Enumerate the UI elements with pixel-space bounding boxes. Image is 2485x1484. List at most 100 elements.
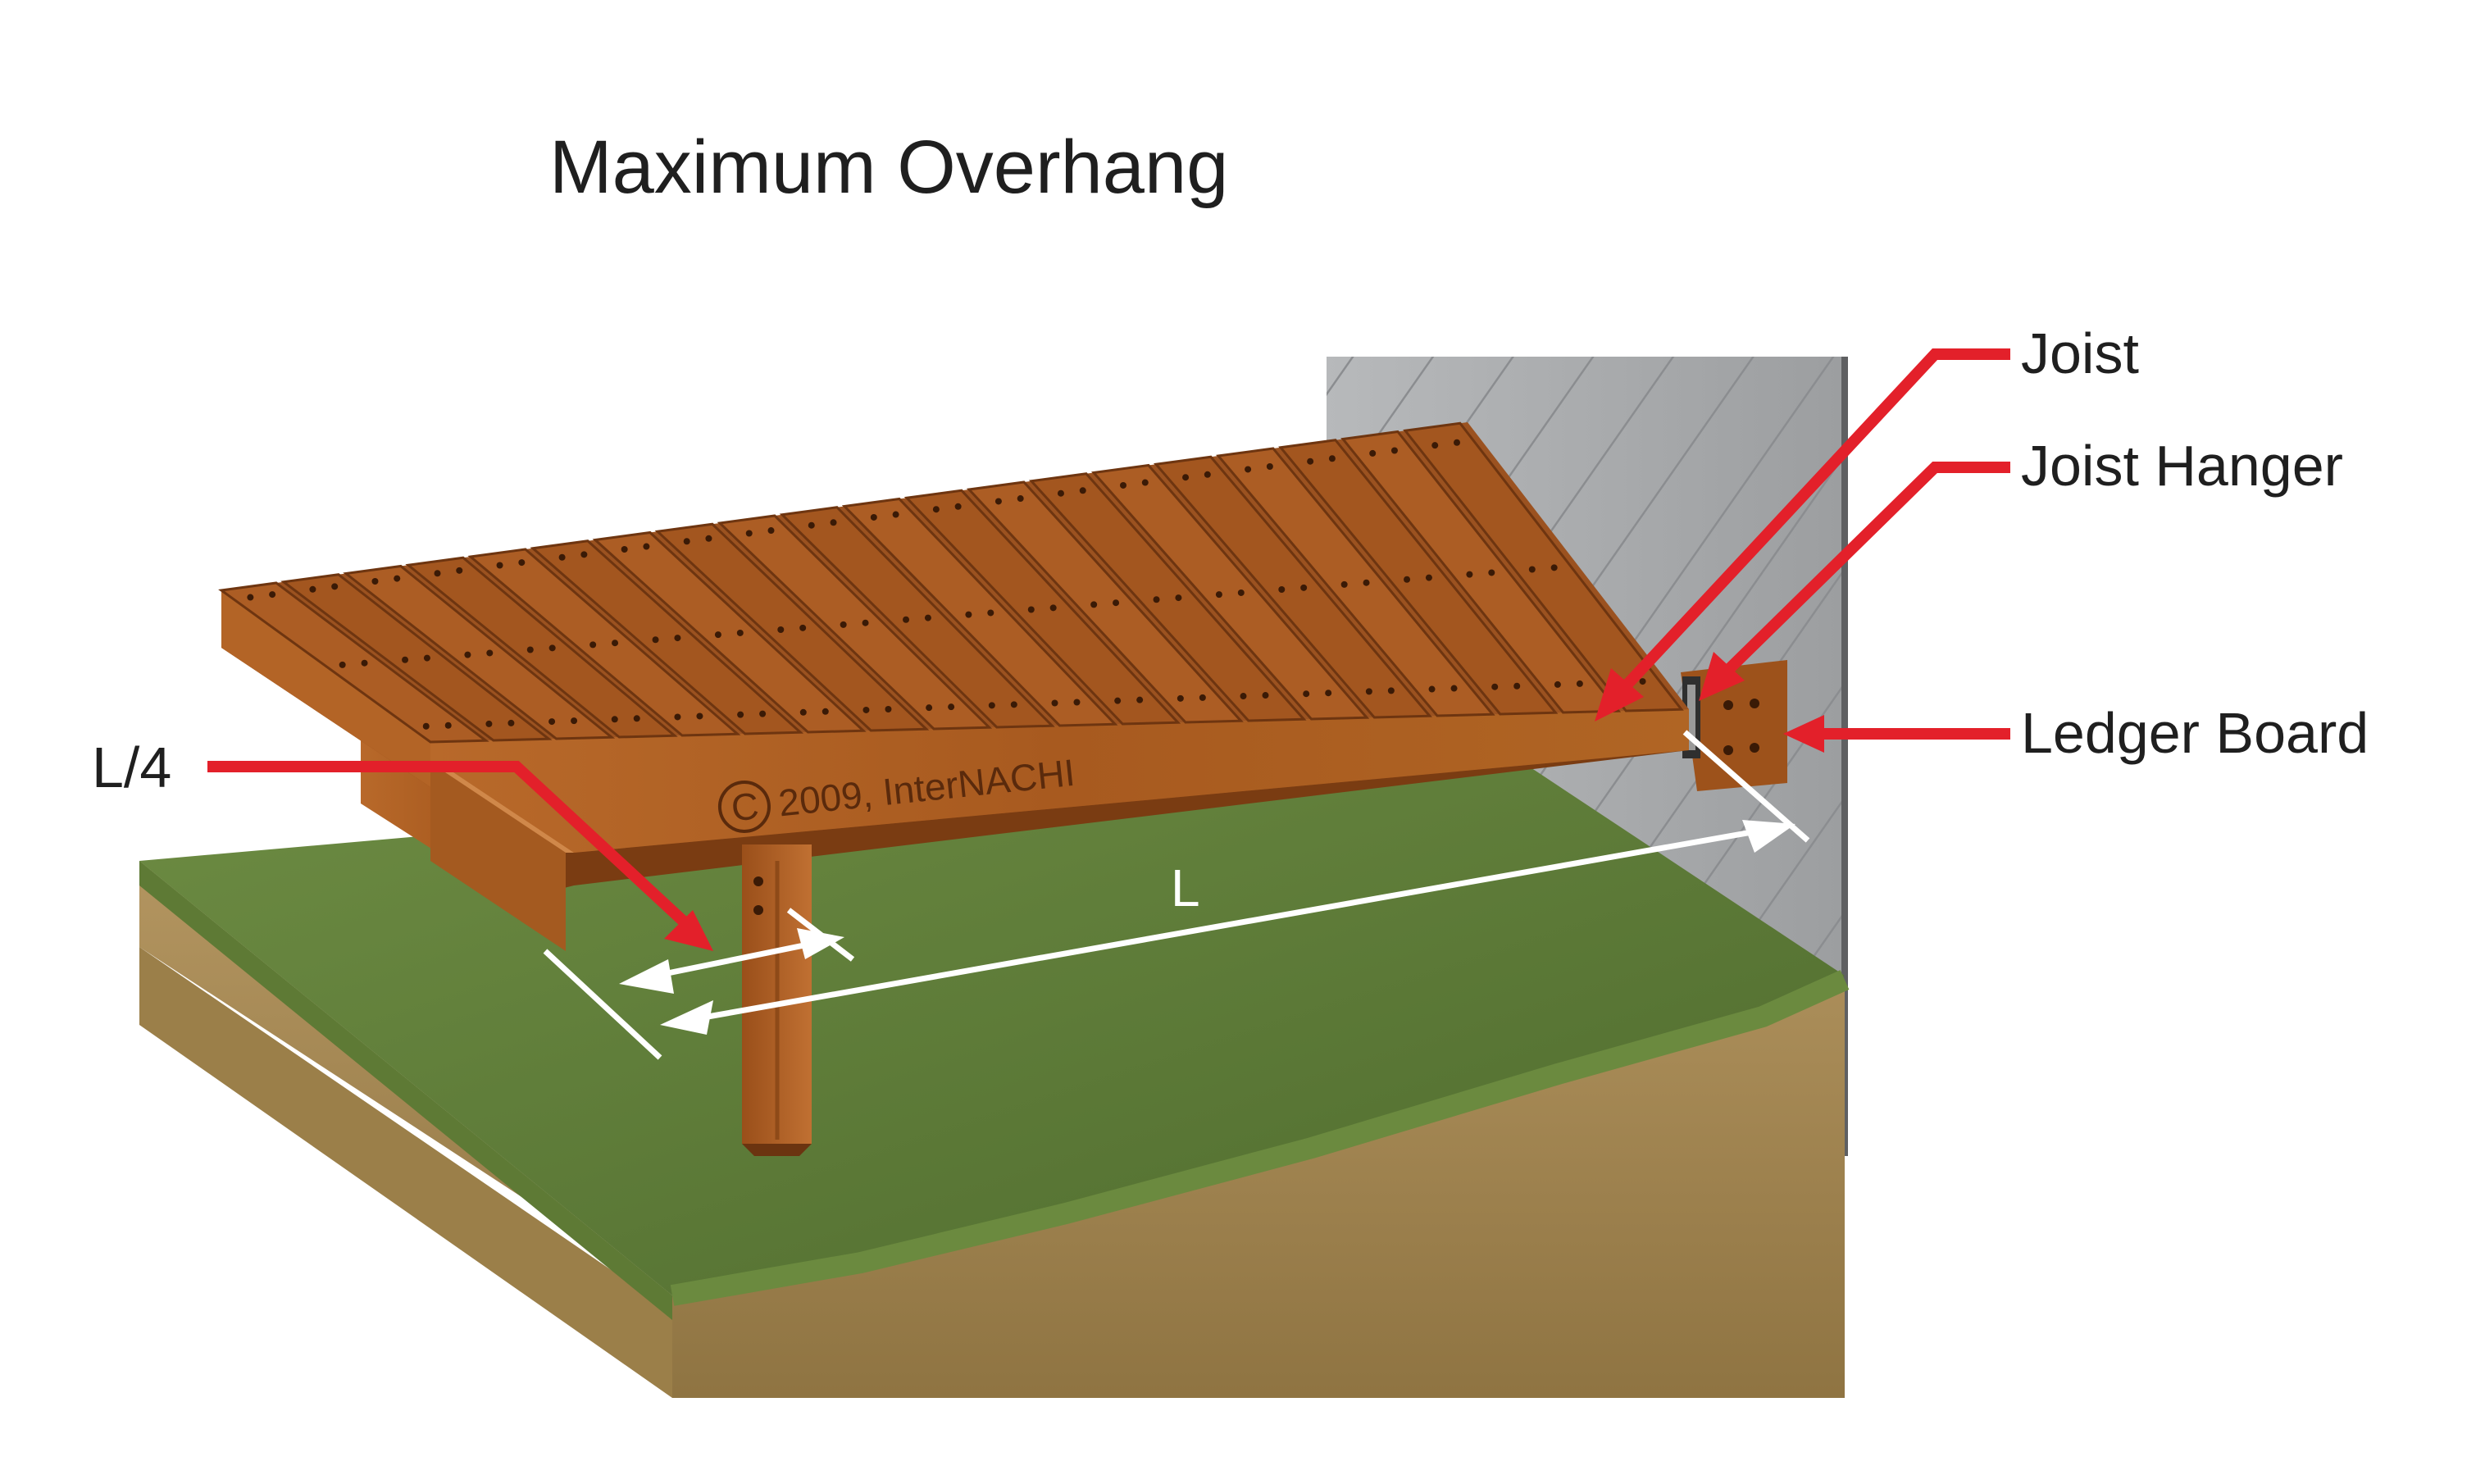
overhang-dimension bbox=[619, 908, 855, 994]
nail-dot bbox=[1051, 699, 1058, 707]
deck-board bbox=[779, 506, 1055, 729]
nail-dot bbox=[331, 583, 339, 590]
nail-dot bbox=[674, 635, 681, 642]
nail-dot bbox=[696, 712, 703, 720]
nail-dot bbox=[464, 651, 471, 658]
deck-board bbox=[966, 480, 1244, 724]
nail-dot bbox=[1307, 457, 1314, 465]
nail-dot bbox=[485, 720, 493, 727]
nail-dot bbox=[1554, 681, 1561, 688]
nail-dot bbox=[1365, 688, 1372, 695]
ledger-board-callout-arrowhead bbox=[1783, 715, 1824, 753]
joist-callout-line bbox=[1615, 348, 2010, 697]
nail-dot bbox=[870, 513, 877, 521]
nail-dot bbox=[1120, 481, 1127, 489]
nail-dot bbox=[862, 619, 869, 626]
nail-dot bbox=[548, 718, 556, 726]
nail-dot bbox=[423, 654, 430, 662]
nail-dot bbox=[1266, 463, 1273, 471]
nail-dot bbox=[496, 562, 503, 569]
nail-dot bbox=[759, 710, 767, 717]
nail-dot bbox=[1049, 604, 1057, 612]
nail-dot bbox=[1453, 439, 1460, 446]
nail-dot bbox=[777, 626, 785, 634]
nail-dot bbox=[1428, 685, 1436, 693]
nail-dot bbox=[1431, 442, 1439, 449]
nail-dot bbox=[1639, 678, 1646, 685]
nail-dot bbox=[840, 621, 847, 628]
nail-dot bbox=[611, 716, 618, 723]
nail-dot bbox=[526, 646, 534, 653]
nail-dot bbox=[674, 713, 681, 721]
deck-boards bbox=[218, 421, 1689, 744]
nail-dot bbox=[456, 567, 463, 574]
joist-hanger-callout-line bbox=[1718, 462, 2010, 681]
ledger-board-label: Ledger Board bbox=[2021, 701, 2369, 765]
deck-board bbox=[343, 564, 616, 740]
nail-dot bbox=[1027, 606, 1035, 613]
deck-board bbox=[1216, 447, 1495, 717]
span-label: L bbox=[1171, 858, 1200, 917]
nail-dot bbox=[1491, 683, 1499, 690]
nail-dot bbox=[434, 570, 441, 577]
nail-dot bbox=[862, 706, 870, 713]
nail-dot bbox=[1010, 701, 1017, 708]
nail-dot bbox=[1404, 576, 1411, 583]
nail-dot bbox=[1073, 699, 1081, 706]
nail-dot bbox=[402, 656, 409, 663]
nail-dot bbox=[621, 545, 628, 553]
nail-dot bbox=[269, 591, 276, 599]
nail-dot bbox=[1488, 569, 1495, 576]
nail-dot bbox=[1278, 586, 1286, 594]
nail-dot bbox=[507, 719, 515, 726]
nail-dot bbox=[1136, 696, 1144, 703]
nail-dot bbox=[737, 711, 744, 718]
deck-board bbox=[530, 539, 804, 735]
nail-dot bbox=[714, 631, 721, 639]
deck-board bbox=[1340, 430, 1622, 714]
deck-frame bbox=[221, 590, 1689, 853]
nail-dot bbox=[1390, 447, 1398, 454]
nail-dot bbox=[808, 521, 815, 529]
deck-board bbox=[1154, 455, 1432, 719]
overhang-callout-arrowhead bbox=[664, 910, 713, 951]
nail-dot bbox=[1177, 694, 1184, 702]
nail-dot bbox=[1466, 571, 1473, 578]
nail-dot bbox=[767, 527, 775, 535]
nail-dot bbox=[1153, 596, 1160, 603]
nail-dot bbox=[1245, 466, 1252, 473]
nail-dot bbox=[994, 498, 1002, 505]
nail-dot bbox=[988, 702, 995, 709]
nail-dot bbox=[643, 543, 650, 550]
nail-dot bbox=[736, 629, 744, 636]
deck-board bbox=[654, 522, 930, 732]
deck-board bbox=[280, 573, 553, 742]
nail-dot bbox=[444, 722, 452, 729]
nail-dot bbox=[1114, 697, 1122, 704]
nail-dot bbox=[580, 551, 588, 558]
support-post bbox=[742, 844, 812, 1156]
nail-dot bbox=[1300, 584, 1308, 591]
nail-dot bbox=[548, 644, 556, 652]
nail-dot bbox=[247, 594, 254, 601]
nail-dot bbox=[1057, 489, 1064, 497]
nail-dot bbox=[1387, 687, 1395, 694]
nail-dot bbox=[745, 530, 753, 537]
deck-board bbox=[1278, 439, 1559, 716]
nail-dot bbox=[1550, 564, 1558, 571]
nail-dot bbox=[892, 511, 899, 518]
joist-hanger-callout-arrowhead bbox=[1699, 652, 1745, 701]
deck-board bbox=[717, 514, 993, 731]
nail-dot bbox=[1215, 591, 1222, 599]
nail-dot bbox=[1090, 601, 1098, 608]
nail-dot bbox=[987, 609, 994, 617]
nail-dot bbox=[1199, 694, 1206, 701]
deck-board bbox=[405, 556, 678, 739]
nail-dot bbox=[1182, 474, 1190, 481]
nail-dot bbox=[1425, 574, 1432, 581]
deck-board bbox=[1091, 463, 1370, 721]
nail-dot bbox=[371, 578, 379, 585]
nail-dot bbox=[926, 704, 933, 712]
deck-board bbox=[467, 548, 741, 737]
nail-dot bbox=[612, 640, 619, 647]
